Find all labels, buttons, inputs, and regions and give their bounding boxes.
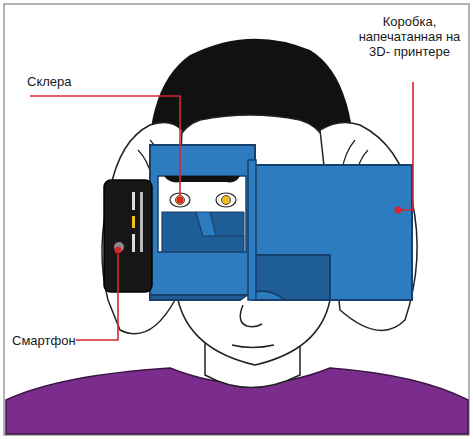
part-label: Склера [27, 74, 72, 89]
part-label: Коробка, напечатанная на 3D- принтере [352, 14, 467, 59]
part-label: Смартфон [12, 333, 76, 348]
